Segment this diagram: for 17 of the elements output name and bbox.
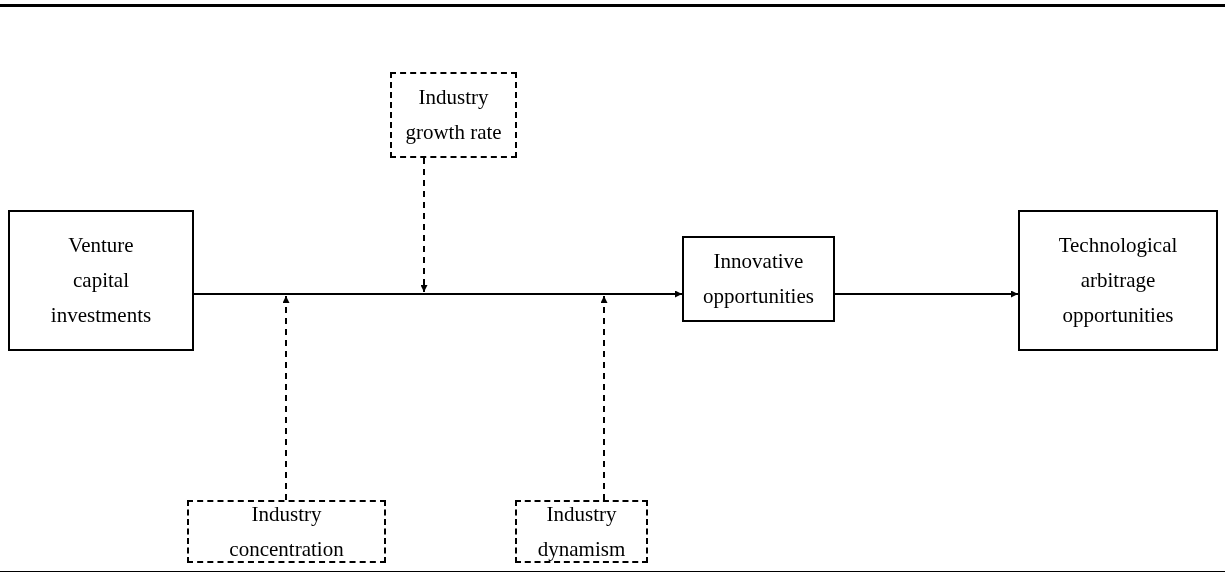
box-label: Venture capital investments — [49, 232, 153, 329]
box-label: Technological arbitrage opportunities — [1057, 232, 1179, 329]
arrow — [420, 157, 428, 293]
process-box — [682, 236, 835, 322]
moderator-box — [515, 500, 648, 563]
process-box — [1018, 210, 1218, 351]
arrow — [193, 290, 683, 298]
box-label: Industry growth rate — [404, 84, 503, 146]
box-label: Innovative opportunities — [702, 248, 815, 310]
moderator-box — [187, 500, 386, 563]
arrow — [600, 295, 608, 501]
box-label: Industry concentration — [228, 500, 345, 563]
process-box — [8, 210, 194, 351]
arrow — [282, 295, 290, 501]
arrow — [834, 290, 1019, 298]
box-label: Industry dynamism — [536, 500, 627, 563]
moderator-box — [390, 72, 517, 158]
